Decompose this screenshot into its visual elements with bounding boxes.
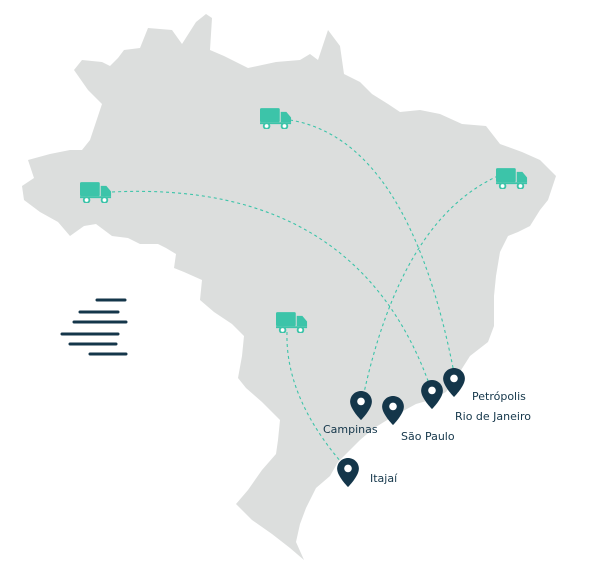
city-label-itajai: Itajaí [370,472,398,485]
city-label-rio-de-janeiro: Rio de Janeiro [455,410,531,423]
brazil-land [22,14,556,560]
route-line [286,331,349,471]
city-label-petropolis: Petrópolis [472,390,526,403]
route-line [289,119,456,379]
city-label-sao-paulo: São Paulo [401,430,455,443]
map-pin-icon [443,368,465,397]
city-label-campinas: Campinas [323,423,378,436]
route-line [361,175,499,403]
map-pin-icon [421,380,443,409]
map-pin-icon [337,458,359,487]
speed-lines-icon [60,298,128,356]
labels-layer: Petrópolis Rio de Janeiro Campinas São P… [323,390,531,485]
routes-layer [111,119,499,471]
route-line [111,190,433,393]
